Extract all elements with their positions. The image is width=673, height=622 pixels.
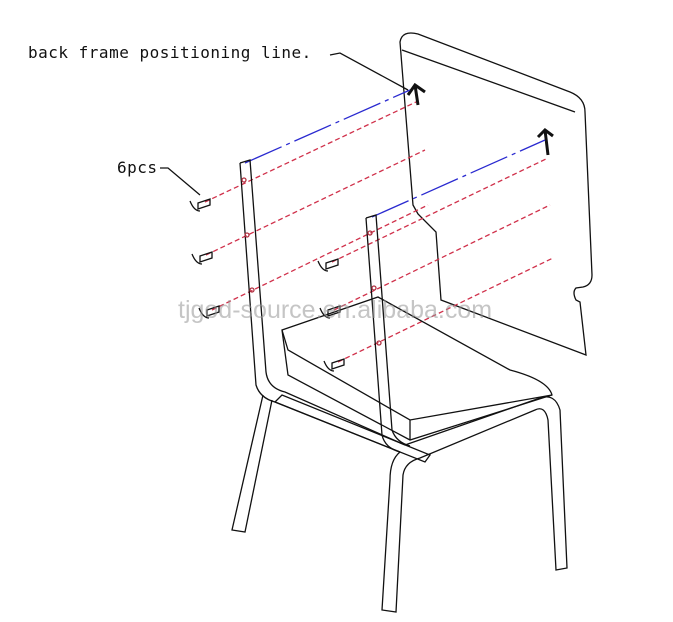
rear-legs: [273, 394, 432, 463]
screws: [189, 198, 345, 372]
front-legs: [231, 394, 568, 613]
positioning-mark: [536, 128, 554, 156]
screw-count-label: 6pcs: [117, 158, 158, 177]
positioning-lines: [244, 89, 546, 218]
panel-edge: [401, 49, 576, 113]
positioning-mark: [406, 82, 426, 106]
watermark: tjgod-source.en.alibaba.com: [178, 296, 493, 324]
positioning-line-label: back frame positioning line.: [28, 43, 312, 62]
label-leader: [329, 52, 409, 91]
screw-lines: [204, 101, 554, 363]
seat-edge: [281, 329, 553, 421]
label-leader: [160, 167, 201, 196]
seat: [281, 296, 553, 441]
back-panel: [399, 32, 593, 356]
post-holes: [241, 177, 382, 346]
